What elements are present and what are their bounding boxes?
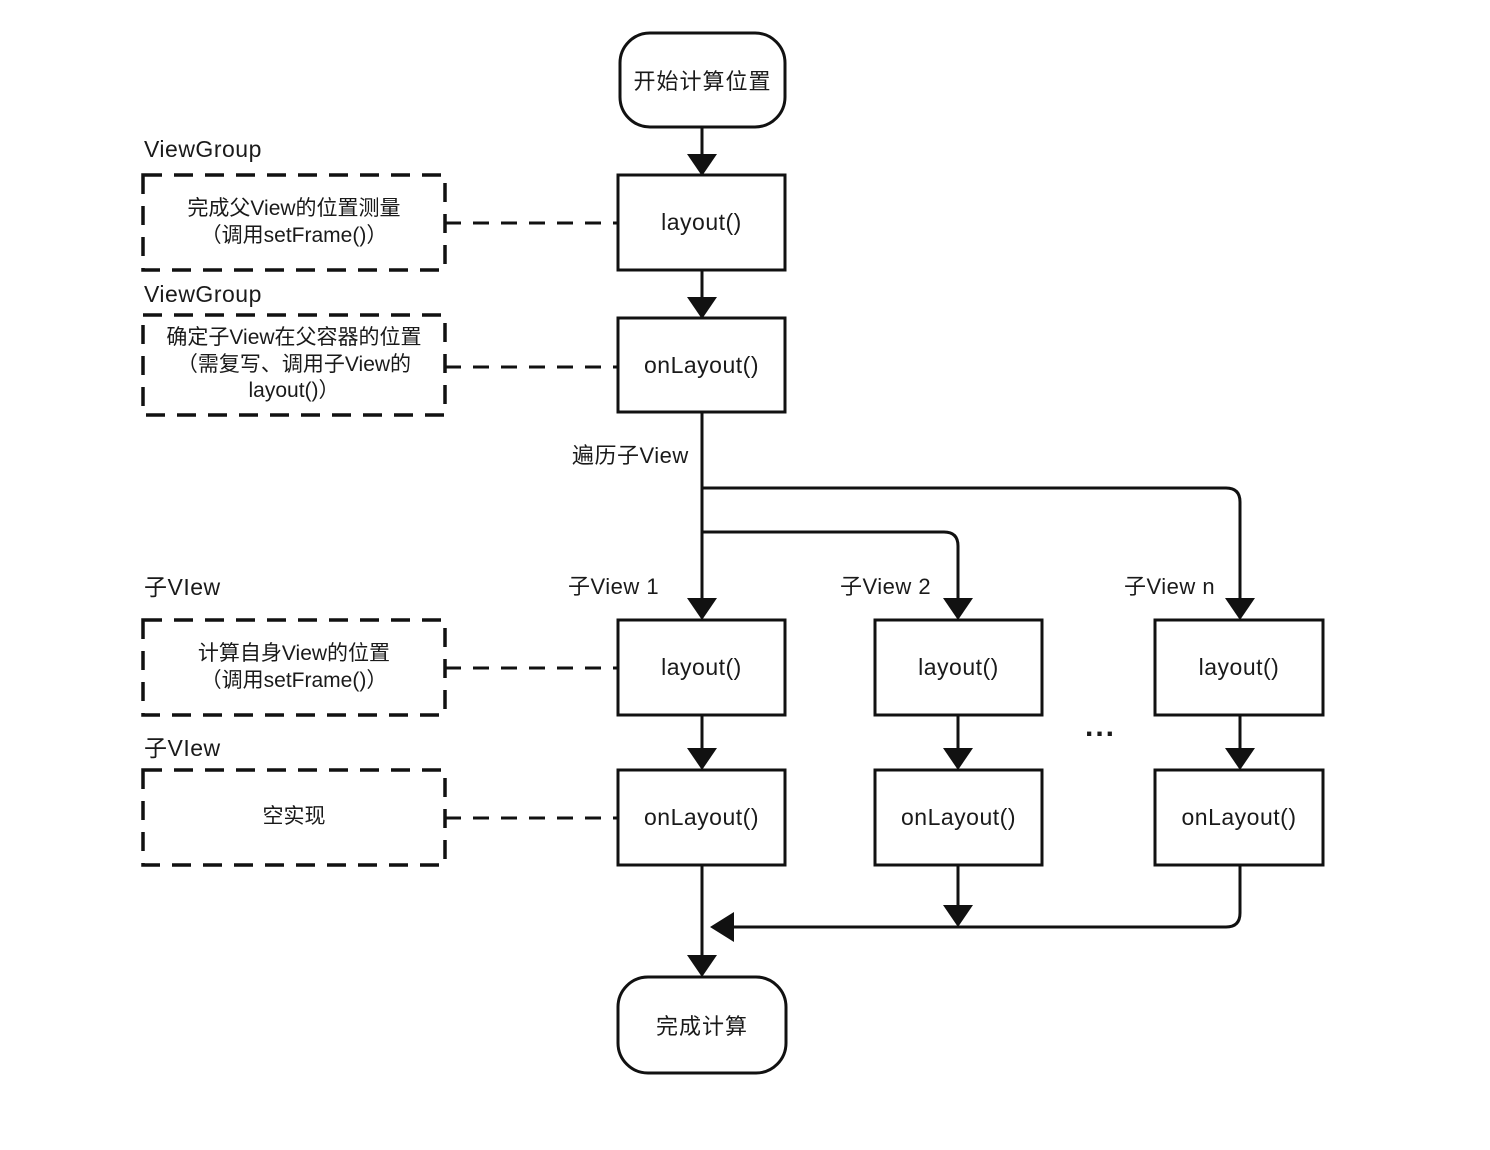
annotation-group-label-3: 子VIew	[144, 574, 221, 600]
traverse-children-label: 遍历子View	[572, 443, 689, 468]
arrowhead-end	[687, 955, 717, 977]
arrowhead-child2-mid	[943, 748, 973, 770]
arrowhead-start	[687, 154, 717, 176]
child2-onlayout-box-shape	[873, 768, 1044, 867]
arrowhead-child3-top	[1225, 598, 1255, 620]
start-node-label: 开始计算位置	[633, 69, 772, 94]
arrowhead-onlayout	[687, 297, 717, 319]
annotation-box-3-text: 计算自身View的位置 （调用setFrame()）	[143, 620, 445, 715]
child3-layout-box-shape	[1153, 618, 1325, 717]
parent-onlayout-box-shape	[616, 316, 787, 414]
arrowhead-child3-mid	[1225, 748, 1255, 770]
parent-onlayout-label: onLayout()	[644, 351, 759, 378]
child2-column-label: 子View 2	[840, 574, 932, 599]
child1-onlayout-box-shape	[616, 768, 787, 867]
columns-ellipsis: ...	[1085, 710, 1117, 743]
annotation-line: （调用setFrame()）	[200, 668, 388, 692]
annotation-line: 确定子View在父容器的位置	[166, 325, 422, 349]
arrowhead-child2-top	[943, 598, 973, 620]
child1-column-label: 子View 1	[568, 574, 660, 599]
child1-layout-box-shape	[616, 618, 787, 717]
annotation-group-label-4: 子VIew	[144, 735, 221, 761]
child3-layout-label: layout()	[1198, 654, 1280, 680]
annotation-box-4-shape	[141, 768, 447, 867]
annotation-box-3-shape	[141, 618, 447, 717]
child3-onlayout-box-shape	[1153, 768, 1325, 867]
annotation-box-2-shape	[141, 313, 447, 417]
annotation-line: 计算自身View的位置	[197, 641, 391, 665]
branch-to-child3-line	[702, 486, 1242, 600]
annotation-line: （需复写、调用子View的	[176, 352, 412, 376]
child3-merge-line	[734, 865, 1242, 929]
arrowhead-merge-left	[710, 912, 734, 942]
child1-layout-label: layout()	[661, 654, 742, 680]
child1-onlayout-label: onLayout()	[644, 804, 759, 830]
annotation-box-1-shape	[141, 173, 447, 272]
annotation-box-1-text: 完成父View的位置测量 （调用setFrame()）	[143, 175, 445, 270]
annotation-box-4-text: 空实现	[143, 770, 445, 865]
annotation-line: 完成父View的位置测量	[187, 196, 401, 220]
annotation-box-2-text: 确定子View在父容器的位置 （需复写、调用子View的 layout()）	[143, 315, 445, 415]
annotation-line: 空实现	[262, 805, 326, 829]
arrowhead-child1-top	[687, 598, 717, 620]
start-node-shape	[618, 31, 787, 129]
arrowhead-child1-mid	[687, 748, 717, 770]
annotation-line: layout()）	[248, 379, 340, 403]
parent-layout-label: layout()	[661, 209, 742, 235]
annotation-line: （调用setFrame()）	[200, 223, 388, 247]
child3-onlayout-label: onLayout()	[1181, 804, 1297, 830]
child3-column-label: 子View n	[1124, 574, 1216, 599]
child2-onlayout-label: onLayout()	[901, 804, 1016, 830]
branch-to-child2-line	[702, 530, 960, 600]
arrowhead-child2-merge	[943, 905, 973, 927]
parent-layout-box-shape	[616, 173, 787, 272]
end-node-label: 完成计算	[655, 1014, 748, 1039]
annotation-group-label-2: ViewGroup	[144, 281, 262, 307]
child2-layout-label: layout()	[918, 654, 999, 680]
annotation-group-label-1: ViewGroup	[144, 136, 262, 162]
